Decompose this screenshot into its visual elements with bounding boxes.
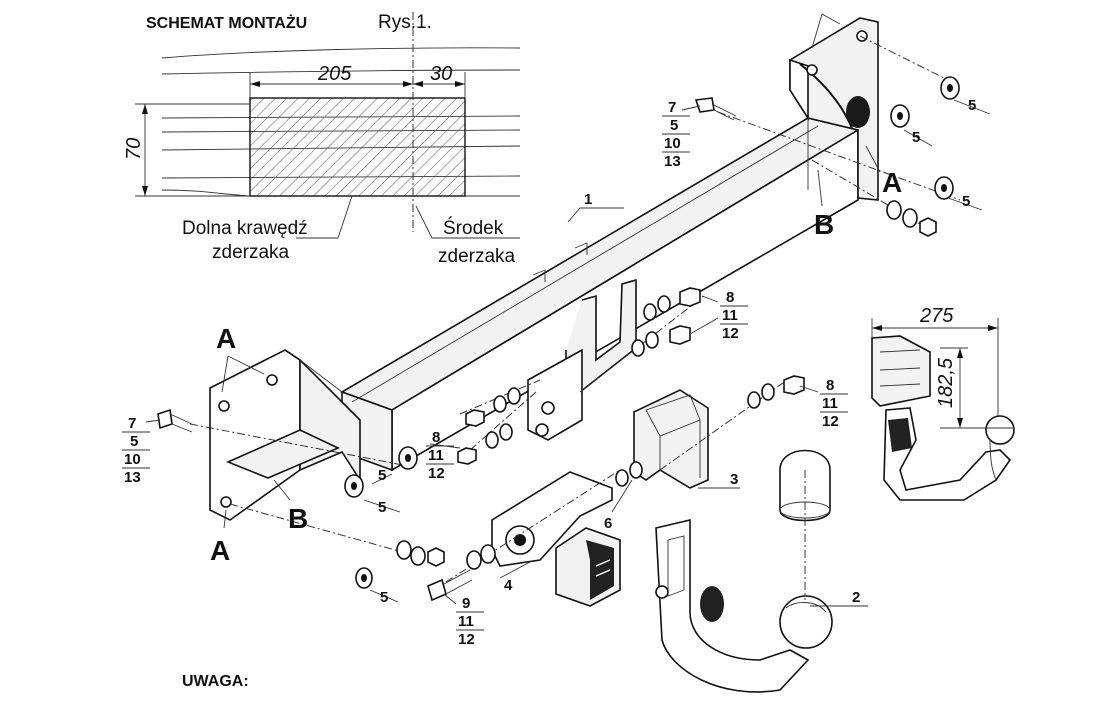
bolt-9 — [427, 578, 447, 602]
caption-lower-edge-2: zderzaka — [212, 242, 290, 263]
label-part-4: 4 — [504, 577, 513, 594]
mounting-schema: SCHEMAT MONTAŻU Rys.1. 205 30 70 Dolna k… — [123, 12, 521, 267]
electrical-socket — [555, 527, 621, 607]
bumper-line-2 — [161, 69, 521, 75]
label-part-5-top: 5 — [968, 97, 976, 114]
label-part-5-left-c: 5 — [380, 589, 388, 606]
nut-top-right — [919, 217, 937, 237]
dimension-205: 205 — [317, 63, 352, 85]
label-part-5-left-b: 5 — [378, 499, 386, 516]
note-label: UWAGA: — [182, 673, 249, 690]
caption-center-2: zderzaka — [438, 246, 516, 267]
svg-text:7: 7 — [668, 99, 676, 116]
svg-text:12: 12 — [822, 413, 839, 430]
fasteners — [157, 76, 960, 602]
bumper-top-line — [161, 47, 521, 59]
dimension-70: 70 — [123, 138, 145, 160]
label-part-6: 6 — [604, 515, 612, 532]
svg-text:11: 11 — [722, 307, 738, 324]
label-part-3: 3 — [730, 471, 738, 488]
caption-lower-edge-1: Dolna krawędź — [182, 218, 308, 239]
hatched-mounting-area — [249, 97, 466, 197]
svg-text:12: 12 — [458, 631, 475, 648]
center-hanger-bracket — [527, 278, 637, 441]
svg-text:10: 10 — [124, 451, 141, 468]
svg-text:13: 13 — [664, 153, 681, 170]
svg-text:8: 8 — [826, 377, 834, 394]
caption-center-1: Środek — [443, 217, 504, 239]
svg-text:11: 11 — [428, 447, 444, 464]
spacer-part-6 — [615, 469, 629, 487]
tow-ball-arm-part-2 — [655, 518, 833, 693]
schema-title: SCHEMAT MONTAŻU — [146, 14, 307, 32]
marker-b-left: B — [288, 503, 308, 534]
label-part-5-left-a: 5 — [378, 467, 386, 484]
dimension-30: 30 — [430, 63, 452, 85]
label-stack-8-upper: 8 11 12 — [720, 289, 748, 342]
svg-text:10: 10 — [664, 135, 681, 152]
label-leaders — [145, 99, 991, 607]
dimension-275: 275 — [919, 305, 954, 327]
label-stack-9: 9 11 12 — [456, 595, 484, 648]
ball-socket-housing-part-3 — [633, 389, 709, 489]
marker-a-left-top: A — [216, 323, 236, 354]
label-stack-8-center: 8 11 12 — [426, 429, 454, 482]
svg-text:11: 11 — [458, 613, 474, 630]
label-stack-7-top: 7 5 10 13 — [662, 99, 690, 170]
svg-text:12: 12 — [428, 465, 445, 482]
label-stack-8-right: 8 11 12 — [820, 377, 848, 430]
ball-dust-cap — [779, 449, 831, 522]
label-part-2: 2 — [852, 589, 860, 606]
label-part-5-mid: 5 — [912, 129, 920, 146]
marker-a-left-bottom: A — [210, 535, 230, 566]
bolt-7-top — [694, 97, 715, 113]
right-mounting-bracket — [789, 13, 879, 201]
marker-a-right: A — [882, 167, 902, 198]
tow-ball-side-view: 275 182,5 — [871, 305, 1015, 501]
part-labels: 1 2 3 4 6 5 5 5 5 5 5 7 5 10 13 7 5 10 1… — [122, 97, 976, 648]
svg-text:7: 7 — [128, 415, 136, 432]
svg-text:9: 9 — [462, 595, 470, 612]
marker-b-right: B — [814, 209, 834, 240]
label-stack-7-left: 7 5 10 13 — [122, 415, 150, 486]
label-part-1: 1 — [584, 191, 592, 208]
left-mounting-bracket — [209, 349, 361, 521]
dimension-182-5: 182,5 — [935, 357, 957, 408]
svg-text:8: 8 — [432, 429, 440, 446]
svg-text:5: 5 — [670, 117, 678, 134]
label-part-5-low: 5 — [962, 193, 970, 210]
figure-reference: Rys.1. — [378, 12, 432, 33]
svg-text:8: 8 — [726, 289, 734, 306]
svg-text:5: 5 — [130, 433, 138, 450]
bolt-7-left — [157, 408, 173, 430]
svg-text:12: 12 — [722, 325, 739, 342]
svg-text:11: 11 — [822, 395, 838, 412]
svg-text:13: 13 — [124, 469, 141, 486]
